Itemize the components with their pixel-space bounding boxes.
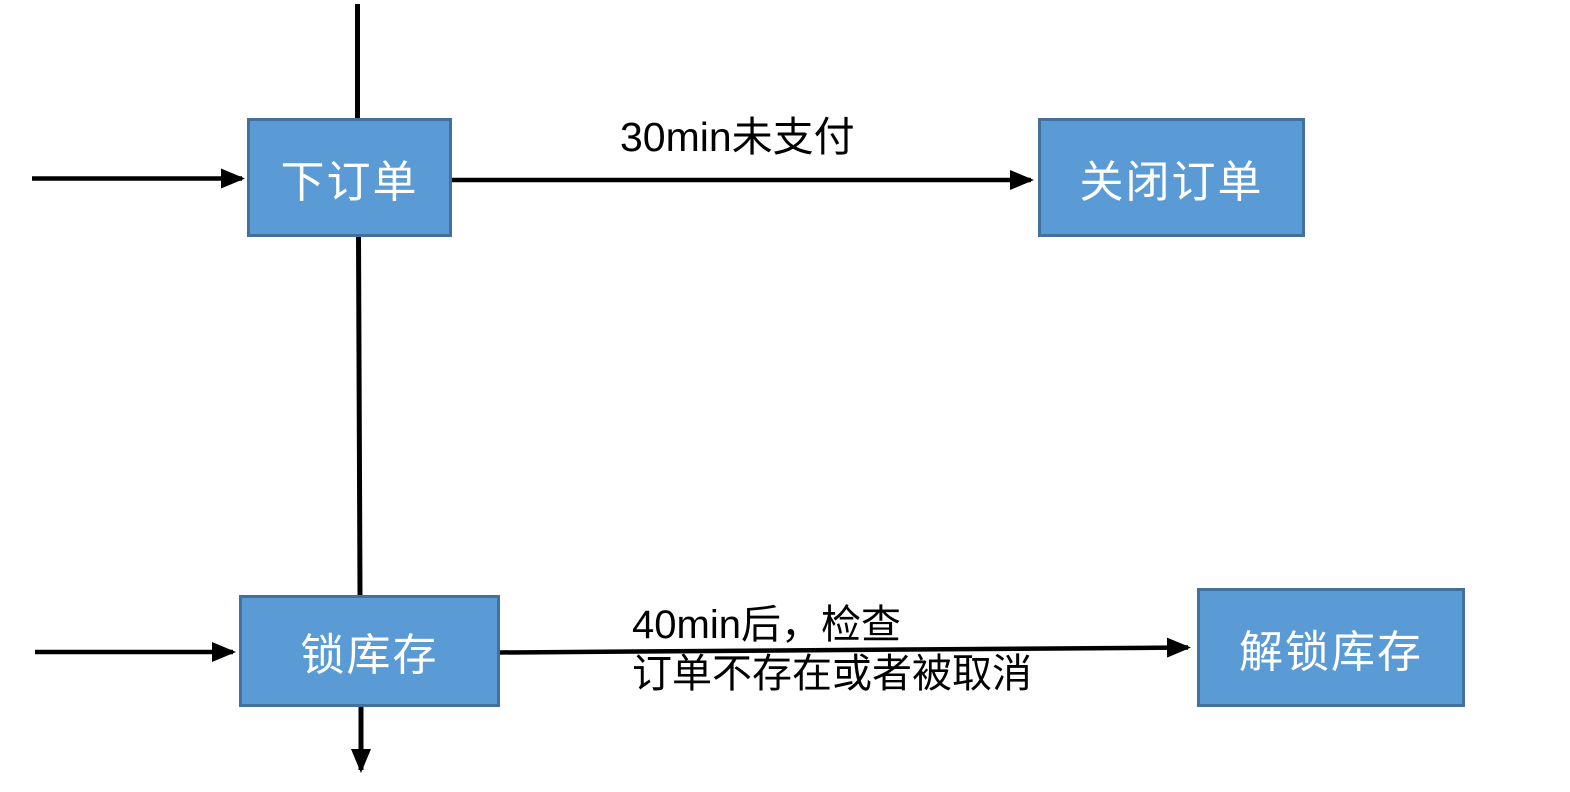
node-place-order: 下订单 (247, 118, 452, 237)
edge-label-lock-timeout-line1: 40min后，检查 (632, 603, 901, 647)
node-lock-stock: 锁库存 (239, 595, 500, 707)
node-close-order-label: 关闭订单 (1079, 157, 1264, 207)
connector-lock-stock-to-unlock-stock (499, 637, 1191, 658)
node-unlock-stock: 解锁库存 (1197, 588, 1465, 707)
edge-label-lock-timeout: 40min后，检查 订单不存在或者被取消 (632, 601, 1032, 699)
node-unlock-stock-label: 解锁库存 (1239, 627, 1423, 677)
node-lock-stock-label: 锁库存 (300, 631, 439, 680)
edge-label-lock-timeout-line2: 订单不存在或者被取消 (632, 652, 1032, 696)
edge-label-order-timeout: 30min未支付 (620, 113, 855, 161)
node-close-order: 关闭订单 (1038, 118, 1305, 237)
node-place-order-label: 下订单 (280, 157, 419, 207)
connector-place-order-to-lock-stock (356, 235, 363, 597)
edge-label-order-timeout-text: 30min未支付 (620, 114, 855, 160)
